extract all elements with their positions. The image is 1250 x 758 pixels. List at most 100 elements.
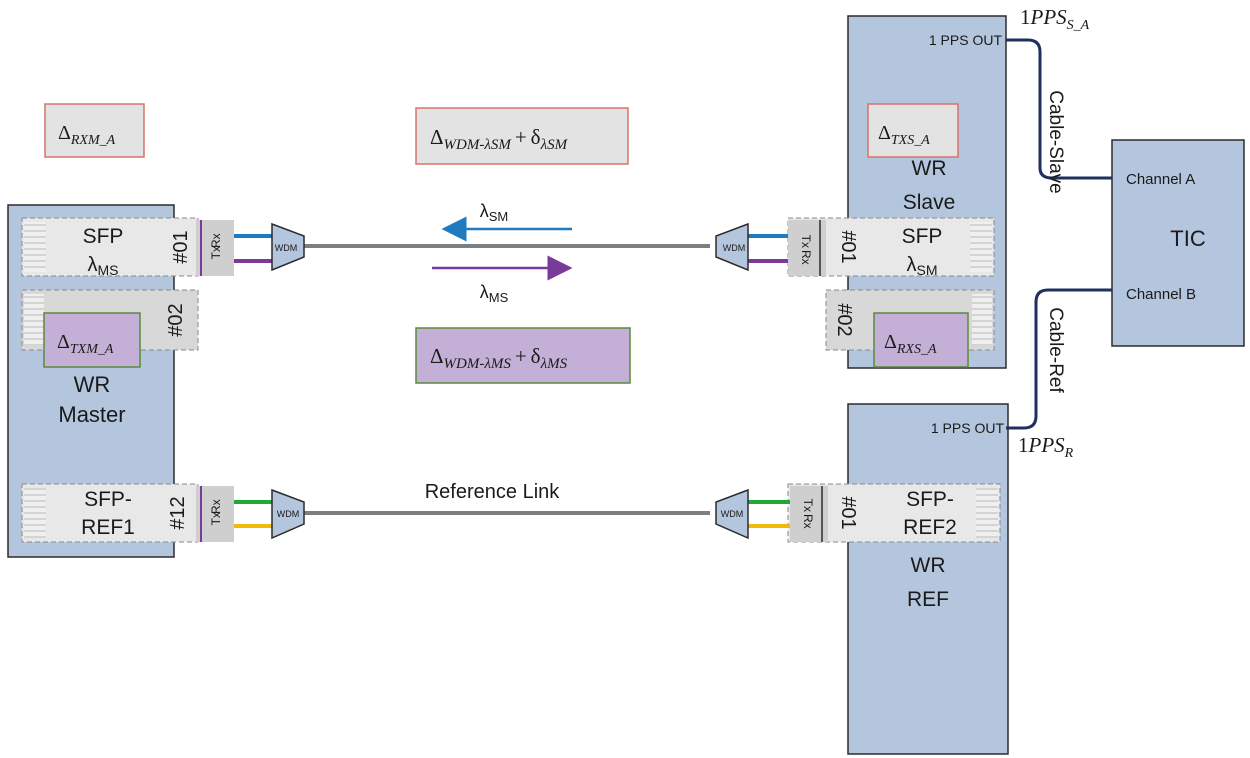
master-sfp-ref1-body bbox=[21, 483, 199, 543]
master-sfp-ref1-port: #12 bbox=[167, 496, 189, 529]
delta-txm-box bbox=[43, 312, 141, 368]
sfp-pins-icon bbox=[972, 294, 992, 346]
delta-wdm-ms: ΔWDM-λMS+δλMS bbox=[415, 327, 631, 384]
ref-sfp-ref2-tx: Tx bbox=[801, 499, 815, 512]
sfp-pins-icon bbox=[24, 488, 46, 538]
wr-slave: 1 PPS OUT WR Slave SFP λSM #01 Tx Rx #02 bbox=[787, 15, 1007, 369]
delta-rxs-label: ΔRXS_A bbox=[884, 331, 937, 357]
plus-sign: + bbox=[515, 344, 527, 368]
lambda-sm-label: λSM bbox=[480, 201, 509, 224]
sfp-pins-icon bbox=[24, 294, 44, 346]
ref-pps-out-label: 1 PPS OUT bbox=[931, 420, 1005, 436]
reference-link-label: Reference Link bbox=[425, 481, 561, 503]
master-sfp-01: SFP λMS #01 Tx Rx bbox=[21, 217, 234, 278]
slave-sfp-01-tx: Tx bbox=[799, 235, 813, 248]
delta-wdm-sm-box bbox=[415, 107, 629, 165]
tic-channel-b: Channel B bbox=[1126, 286, 1196, 303]
master-sfp-01-body bbox=[21, 217, 199, 277]
cables: Cable-Slave Cable-Ref bbox=[1006, 38, 1112, 430]
wdm-slave-label: WDM bbox=[723, 243, 746, 253]
wr-slave-title-2: Slave bbox=[903, 191, 956, 214]
tic: Channel A TIC Channel B bbox=[1111, 139, 1245, 347]
cable-slave-line bbox=[1006, 38, 1112, 180]
sfp-pins-icon bbox=[24, 222, 46, 272]
ref-sfp-ref2-port: #01 bbox=[837, 496, 859, 529]
master-sfp-01-lambda: λMS bbox=[88, 254, 119, 278]
delta-sub: TXM_A bbox=[70, 342, 114, 357]
pps-main: PPS bbox=[1028, 433, 1066, 457]
pps-sub: S_A bbox=[1067, 18, 1090, 33]
wr-slave-title-1: WR bbox=[912, 157, 947, 180]
lambda-ms-label: λMS bbox=[480, 282, 509, 305]
delta-symbol: Δ bbox=[878, 122, 891, 144]
pps-ref-label: 1PPSR bbox=[1018, 433, 1074, 461]
master-sfp-01-tx: Tx bbox=[209, 246, 223, 259]
wdm-ref bbox=[715, 488, 749, 540]
delta-rxm-box bbox=[44, 103, 145, 158]
master-sfp-ref1-label-1: SFP- bbox=[84, 488, 132, 511]
delta-wdm-sm-label: ΔWDM-λSM+δλSM bbox=[430, 125, 569, 153]
wr-master-title-2: Master bbox=[58, 402, 125, 427]
delta-sub: RXM_A bbox=[70, 133, 116, 148]
wr-ref-title-1: WR bbox=[911, 554, 946, 577]
delta-txs-box bbox=[867, 103, 959, 158]
delta-symbol: Δ bbox=[57, 331, 70, 353]
tic-box bbox=[1111, 139, 1245, 347]
wdm-slave bbox=[715, 222, 749, 272]
wr-master-title-1: WR bbox=[74, 372, 111, 397]
slave-sfp-01-lambda: λSM bbox=[907, 254, 938, 278]
pps-main: PPS bbox=[1030, 5, 1068, 29]
master-sfp-ref1-rx: Rx bbox=[209, 499, 223, 514]
master-sfp-ref1-tx: Tx bbox=[209, 512, 223, 525]
lambda-symbol: λ bbox=[907, 254, 917, 276]
slave-sfp-01-rx: Rx bbox=[799, 250, 813, 265]
ref-sfp-ref2-label-2: REF2 bbox=[903, 516, 957, 539]
ref-sfp-ref2-label-1: SFP- bbox=[906, 488, 954, 511]
slave-sfp-01: SFP λSM #01 Tx Rx bbox=[787, 217, 995, 278]
delta-sub: TXS_A bbox=[891, 133, 930, 148]
lambda-symbol: λ bbox=[480, 282, 489, 302]
tic-channel-a: Channel A bbox=[1126, 171, 1195, 188]
pps-prefix: 1 bbox=[1020, 5, 1031, 29]
master-sfp-01-port: #01 bbox=[170, 230, 192, 263]
pps-prefix: 1 bbox=[1018, 433, 1029, 457]
delta-rxm: ΔRXM_A bbox=[44, 103, 145, 158]
plus-sign: + bbox=[515, 125, 527, 149]
small-delta-symbol: δ bbox=[531, 344, 541, 368]
wdm-master-ref bbox=[271, 488, 305, 540]
delta-wdm-ms-label: ΔWDM-λMS+δλMS bbox=[430, 344, 568, 372]
master-sfp-01-label: SFP bbox=[83, 225, 124, 248]
delta-txs: ΔTXS_A bbox=[867, 103, 959, 158]
ref-sfp-ref2: SFP- REF2 #01 Tx Rx bbox=[787, 483, 1001, 543]
master-sfp-01-txrx-block bbox=[196, 220, 234, 276]
wdm-ref-label: WDM bbox=[721, 509, 744, 519]
tic-title: TIC bbox=[1170, 226, 1206, 251]
lambda-sub: MS bbox=[98, 262, 119, 278]
lambda-sub: MS bbox=[489, 290, 509, 305]
delta-txm-label: ΔTXM_A bbox=[57, 331, 114, 357]
wdm-master-label: WDM bbox=[275, 243, 298, 253]
delta-wdm-sm: ΔWDM-λSM+δλSM bbox=[415, 107, 629, 165]
delta-txs-label: ΔTXS_A bbox=[878, 122, 930, 148]
cable-ref-label: Cable-Ref bbox=[1045, 307, 1066, 393]
slave-sfp-01-label: SFP bbox=[902, 225, 943, 248]
sfp-pins-icon bbox=[976, 488, 998, 538]
master-sfp-01-rx: Rx bbox=[209, 233, 223, 248]
delta-sub: RXS_A bbox=[896, 342, 937, 357]
lambda-sub: SM bbox=[489, 209, 509, 224]
lambda-sub: SM bbox=[917, 262, 938, 278]
wr-ref-title-2: REF bbox=[907, 588, 949, 611]
wr-master: SFP λMS #01 Tx Rx #02 WR Master SFP- REF… bbox=[7, 204, 234, 558]
sfp-pins-icon bbox=[970, 222, 992, 272]
slave-sfp-01-port: #01 bbox=[837, 230, 859, 263]
delta-rxm-label: ΔRXM_A bbox=[58, 122, 116, 148]
master-sfp-ref1-txrx-block bbox=[196, 486, 234, 542]
pps-slave-label: 1PPSS_A bbox=[1020, 5, 1090, 33]
master-sfp-ref1: SFP- REF1 #12 Tx Rx bbox=[21, 483, 234, 543]
small-delta-sub: λSM bbox=[540, 137, 569, 153]
delta-symbol: Δ bbox=[430, 125, 444, 149]
wdm-master bbox=[271, 222, 305, 272]
delta-symbol: Δ bbox=[884, 331, 897, 353]
master-sfp-ref1-label-2: REF1 bbox=[81, 516, 135, 539]
